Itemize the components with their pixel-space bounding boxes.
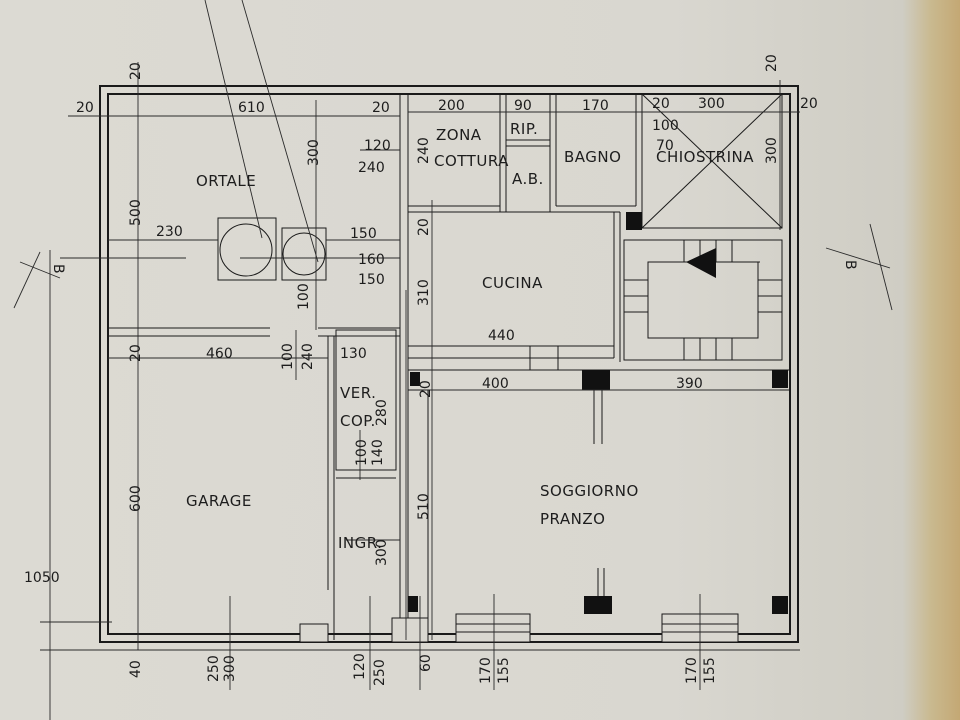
dim-bottom-300: 300 (222, 655, 238, 682)
dim-chio-70: 70 (656, 138, 674, 154)
room-bagno: BAGNO (564, 148, 621, 166)
dim-20-sogg: 20 (418, 380, 434, 398)
dim-300-chio: 300 (764, 137, 780, 164)
dim-390: 390 (676, 376, 703, 392)
room-zona-cottura-line2: COTTURA (434, 152, 509, 170)
dim-500: 500 (128, 199, 144, 226)
water-tanks (217, 217, 327, 281)
room-cucina: CUCINA (482, 274, 543, 292)
dimension-labels: 20 610 20 200 90 170 20 300 20 100 70 12… (24, 96, 818, 586)
dim-top-20-vert: 20 (128, 62, 144, 80)
dim-bottom-170a: 170 (478, 657, 494, 684)
dim-160: 160 (358, 252, 385, 268)
dim-bottom-40: 40 (128, 660, 144, 678)
dim-310: 310 (416, 279, 432, 306)
dimension-lines (13, 62, 893, 720)
dim-150b: 150 (358, 272, 385, 288)
dim-130: 130 (340, 346, 367, 362)
dim-600: 600 (128, 485, 144, 512)
dim-bottom-60: 60 (418, 654, 434, 672)
dim-610: 610 (238, 100, 265, 116)
room-chiostrina: CHIOSTRINA (656, 148, 754, 166)
dim-chio-100: 100 (652, 118, 679, 134)
dim-300-ingr: 300 (374, 539, 390, 566)
dim-460: 460 (206, 346, 233, 362)
room-zona-cottura-line1: ZONA (436, 126, 482, 144)
dim-100-b: 100 (280, 343, 296, 370)
dim-bottom-120: 120 (352, 653, 368, 680)
dim-chio-20: 20 (652, 96, 670, 112)
dim-280: 280 (374, 399, 390, 426)
dim-bottom-250: 250 (206, 655, 222, 682)
dim-bottom-170b: 170 (684, 657, 700, 684)
interior-walls (108, 93, 790, 640)
room-ingresso: INGR. (338, 534, 382, 552)
dim-120: 120 (364, 138, 391, 154)
leader-lines (204, 0, 319, 263)
dim-440: 440 (488, 328, 515, 344)
dim-300-ortale: 300 (306, 139, 322, 166)
dim-bottom-155a: 155 (496, 657, 512, 684)
dim-1050: 1050 (24, 570, 60, 586)
dim-right-20: 20 (800, 96, 818, 112)
dim-100-v: 100 (296, 283, 312, 310)
pillars (408, 212, 788, 614)
dim-140: 140 (370, 439, 386, 466)
room-soggiorno-line1: SOGGIORNO (540, 482, 639, 500)
room-rip: RIP. (510, 120, 538, 138)
dim-20-cucina: 20 (416, 218, 432, 236)
dim-240-zona: 240 (416, 137, 432, 164)
dim-240-b: 240 (300, 343, 316, 370)
room-ab: A.B. (512, 170, 544, 188)
dim-400: 400 (482, 376, 509, 392)
dim-100-c: 100 (354, 439, 370, 466)
dim-top-left-20: 20 (76, 100, 94, 116)
outer-walls (99, 85, 799, 643)
dim-200: 200 (438, 98, 465, 114)
room-ortale: ORTALE (196, 172, 256, 190)
dim-20-garage: 20 (128, 344, 144, 362)
bottom-openings (299, 568, 739, 643)
dim-chio-300: 300 (698, 96, 725, 112)
room-garage: GARAGE (186, 492, 252, 510)
dim-170: 170 (582, 98, 609, 114)
dim-510: 510 (416, 493, 432, 520)
dim-90: 90 (514, 98, 532, 114)
room-veranda-line1: VER. (340, 384, 376, 402)
dim-240: 240 (358, 160, 385, 176)
dim-230: 230 (156, 224, 183, 240)
section-mark-left: B (50, 264, 66, 274)
dim-top-right-20: 20 (764, 54, 780, 72)
dim-150a: 150 (350, 226, 377, 242)
dim-top-mid-20: 20 (372, 100, 390, 116)
dim-bottom-155b: 155 (702, 657, 718, 684)
room-veranda-line2: COP. (340, 412, 376, 430)
dim-bottom-250b: 250 (372, 659, 388, 686)
room-soggiorno-line2: PRANZO (540, 510, 605, 528)
section-mark-right: B (842, 260, 858, 270)
section-markers: B B (50, 260, 858, 274)
dimension-labels-vertical: 20 20 300 240 300 500 20 310 100 20 100 … (128, 54, 780, 686)
room-labels: ORTALE ZONA COTTURA RIP. BAGNO CHIOSTRIN… (186, 120, 754, 552)
